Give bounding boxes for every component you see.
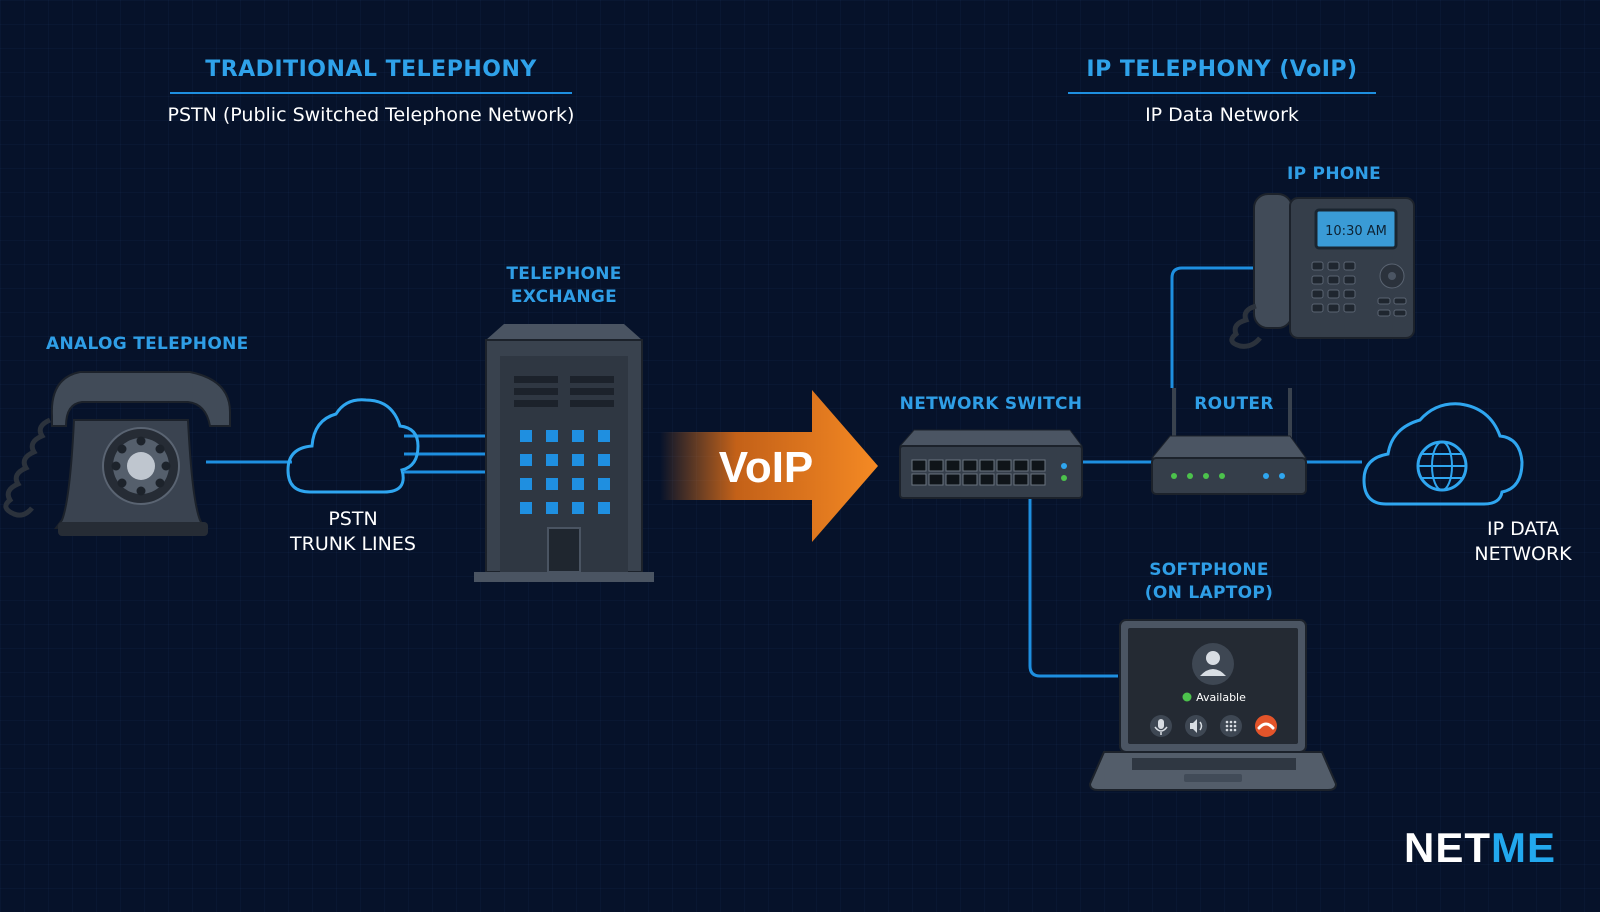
globe-cloud-icon: [1362, 402, 1524, 506]
ip-section-subtitle: IP Data Network: [1145, 104, 1299, 126]
pstn-label-line2: TRUNK LINES: [290, 533, 416, 555]
ip-phone-display-text: 10:30 AM: [1325, 224, 1387, 239]
analog-phone-label: ANALOG TELEPHONE: [46, 334, 249, 354]
logo-part-me: ME: [1491, 824, 1556, 871]
switch-to-laptop-line: [1028, 498, 1118, 678]
pstn-label: PSTN TRUNK LINES: [268, 507, 438, 557]
softphone-label-line2: (ON LAPTOP): [1144, 583, 1274, 603]
traditional-section-title: TRADITIONAL TELEPHONY: [205, 57, 537, 82]
voip-arrow-label: VoIP: [719, 443, 814, 492]
exchange-label-line1: TELEPHONE: [506, 264, 622, 284]
rotary-phone-icon: [3, 371, 231, 536]
voip-arrow-icon: [660, 390, 878, 542]
ip-network-label: IP DATA NETWORK: [1448, 517, 1598, 567]
exchange-label-line2: EXCHANGE: [510, 287, 618, 307]
logo-part-net: NET: [1404, 824, 1491, 871]
ip-network-label-line2: NETWORK: [1474, 543, 1572, 565]
status-online-dot: [1182, 692, 1192, 702]
desk-phone-icon: 10:30 AM: [1229, 193, 1415, 349]
keypad-icon[interactable]: [1220, 715, 1242, 737]
softphone-label: SOFTPHONE (ON LAPTOP): [1128, 559, 1290, 605]
network-switch-icon: [898, 429, 1083, 499]
router-icon: [1150, 388, 1307, 495]
switch-label: NETWORK SWITCH: [899, 394, 1083, 414]
traditional-section-subtitle: PSTN (Public Switched Telephone Network): [167, 104, 575, 126]
ip-phone-label: IP PHONE: [1286, 164, 1382, 184]
pstn-cloud-icon: [286, 398, 420, 494]
exchange-label: TELEPHONE EXCHANGE: [484, 263, 644, 309]
ip-section-title: IP TELEPHONY (VoIP): [1086, 57, 1358, 82]
building-icon: [474, 324, 654, 582]
softphone-status-text: Available: [1196, 691, 1246, 704]
microphone-icon[interactable]: [1150, 715, 1172, 737]
ip-network-label-line1: IP DATA: [1486, 518, 1560, 540]
router-to-ipphone-line: [1170, 266, 1254, 388]
speaker-icon[interactable]: [1185, 715, 1207, 737]
pstn-label-line1: PSTN: [328, 508, 378, 530]
netme-logo: NETME: [1404, 824, 1556, 872]
hang-up-icon[interactable]: [1255, 715, 1277, 737]
router-label: ROUTER: [1194, 394, 1274, 414]
user-avatar-icon: [1192, 643, 1234, 685]
softphone-label-line1: SOFTPHONE: [1149, 560, 1269, 580]
